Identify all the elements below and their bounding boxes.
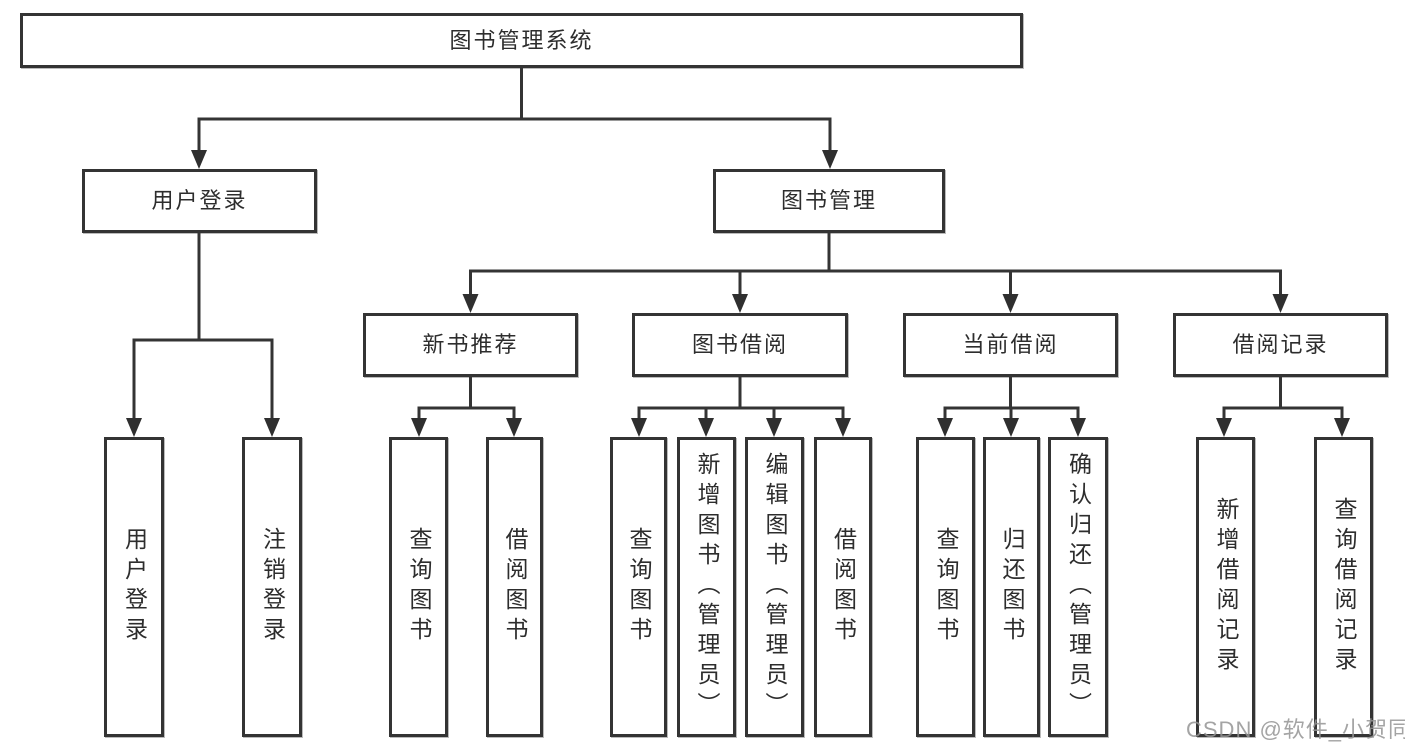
leaf-add-book-admin: 新增图书（管理员） xyxy=(677,437,736,737)
leaf-add-book-admin-label: 新增图书（管理员） xyxy=(694,452,720,722)
watermark-text: CSDN @软件_小贺同学 xyxy=(1186,717,1405,742)
leaf-query-book-2: 查询图书 xyxy=(610,437,667,737)
leaf-return-book: 归还图书 xyxy=(983,437,1040,737)
node-new-book-recommend: 新书推荐 xyxy=(363,313,578,377)
node-user-login-branch: 用户登录 xyxy=(82,169,317,233)
node-book-management-branch: 图书管理 xyxy=(713,169,945,233)
leaf-confirm-return-admin: 确认归还（管理员） xyxy=(1048,437,1108,737)
leaf-query-book-2-label: 查询图书 xyxy=(626,527,652,647)
leaf-borrow-book-2-label: 借阅图书 xyxy=(830,527,857,647)
leaf-logout: 注销登录 xyxy=(242,437,302,737)
leaf-borrow-book-1-label: 借阅图书 xyxy=(502,527,528,647)
node-new-book-recommend-label: 新书推荐 xyxy=(422,332,519,357)
leaf-borrow-book-1: 借阅图书 xyxy=(486,437,543,737)
leaf-edit-book-admin: 编辑图书（管理员） xyxy=(745,437,804,737)
node-user-login-branch-label: 用户登录 xyxy=(151,188,248,213)
leaf-query-book-1-label: 查询图书 xyxy=(406,527,432,647)
leaf-query-borrow-record-label: 查询借阅记录 xyxy=(1331,497,1357,677)
leaf-query-book-1: 查询图书 xyxy=(389,437,448,737)
node-root-label: 图书管理系统 xyxy=(449,27,594,53)
leaf-borrow-book-2: 借阅图书 xyxy=(814,437,872,737)
node-borrow-records-label: 借阅记录 xyxy=(1232,332,1329,357)
node-borrow-records: 借阅记录 xyxy=(1173,313,1388,377)
leaf-edit-book-admin-label: 编辑图书（管理员） xyxy=(762,452,788,722)
leaf-query-book-3-label: 查询图书 xyxy=(933,527,959,647)
leaf-confirm-return-admin-label: 确认归还（管理员） xyxy=(1065,452,1092,722)
node-current-borrow-label: 当前借阅 xyxy=(962,332,1059,357)
node-book-management-branch-label: 图书管理 xyxy=(780,188,877,213)
arrowhead-icons xyxy=(126,150,1350,437)
node-current-borrow: 当前借阅 xyxy=(903,313,1118,377)
leaf-add-borrow-record: 新增借阅记录 xyxy=(1196,437,1255,737)
node-book-borrow: 图书借阅 xyxy=(632,313,848,377)
node-root: 图书管理系统 xyxy=(20,13,1023,68)
node-book-borrow-label: 图书借阅 xyxy=(691,332,788,357)
connector-paths xyxy=(132,68,1344,421)
leaf-query-borrow-record: 查询借阅记录 xyxy=(1314,437,1373,737)
leaf-user-login-label: 用户登录 xyxy=(121,527,148,647)
leaf-user-login: 用户登录 xyxy=(104,437,164,737)
leaf-query-book-3: 查询图书 xyxy=(916,437,975,737)
leaf-logout-label: 注销登录 xyxy=(259,527,286,647)
leaf-return-book-label: 归还图书 xyxy=(999,527,1025,647)
leaf-add-borrow-record-label: 新增借阅记录 xyxy=(1213,497,1239,677)
